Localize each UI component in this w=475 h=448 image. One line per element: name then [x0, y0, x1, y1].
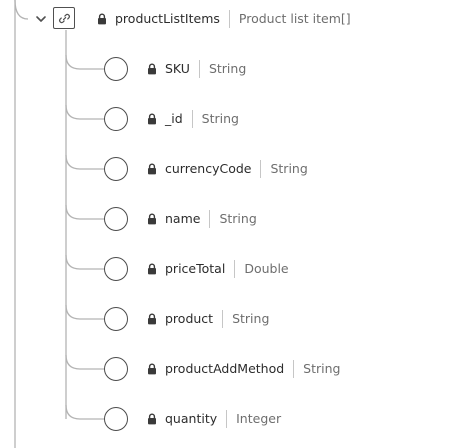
field-row[interactable]: priceTotal Double: [147, 257, 289, 281]
field-name: currencyCode: [165, 161, 252, 176]
field-select-radio[interactable]: [104, 357, 128, 381]
field-row[interactable]: quantity Integer: [147, 407, 281, 431]
tree-branch-line: [65, 304, 104, 320]
lock-icon: [148, 363, 156, 375]
field-separator: [198, 60, 200, 78]
field-separator: [191, 110, 193, 128]
field-name: name: [165, 211, 201, 226]
lock-icon: [148, 213, 156, 225]
lock-icon: [148, 63, 156, 75]
lock-icon: [148, 263, 156, 275]
field-type: String: [208, 61, 247, 76]
tree-branch-line: [65, 154, 104, 170]
field-name: priceTotal: [165, 261, 226, 276]
field-select-radio[interactable]: [104, 107, 128, 131]
field-separator: [228, 10, 230, 28]
field-row[interactable]: currencyCode String: [147, 157, 308, 181]
lock-icon: [148, 113, 156, 125]
tree-branch-line: [65, 404, 104, 420]
tree-branch-line: [65, 354, 104, 370]
field-select-radio[interactable]: [104, 57, 128, 81]
field-row[interactable]: productAddMethod String: [147, 357, 340, 381]
tree-branch-line: [65, 254, 104, 270]
lock-icon: [148, 163, 156, 175]
field-name: product: [165, 311, 214, 326]
field-row[interactable]: SKU String: [147, 57, 246, 81]
field-type: String: [201, 111, 239, 126]
field-select-radio[interactable]: [104, 407, 128, 431]
link-icon[interactable]: [53, 7, 75, 29]
parent-field-type: Product list item[]: [238, 11, 351, 26]
field-type: Integer: [236, 411, 282, 426]
field-separator: [222, 310, 224, 328]
field-separator: [226, 410, 228, 428]
field-type: String: [232, 311, 270, 326]
field-separator: [293, 360, 295, 378]
chevron-down-icon[interactable]: [34, 12, 48, 26]
field-name: quantity: [165, 411, 218, 426]
field-type: Double: [244, 261, 289, 276]
field-row[interactable]: _id String: [147, 107, 239, 131]
lock-icon: [98, 13, 106, 25]
field-row[interactable]: name String: [147, 207, 257, 231]
field-row[interactable]: product String: [147, 307, 269, 331]
parent-field-row[interactable]: productListItems Product list item[]: [97, 7, 351, 31]
tree-branch-line: [65, 104, 104, 120]
field-type: String: [219, 211, 257, 226]
field-select-radio[interactable]: [104, 207, 128, 231]
field-separator: [234, 260, 236, 278]
field-select-radio[interactable]: [104, 307, 128, 331]
field-name: productAddMethod: [165, 361, 285, 376]
field-separator: [260, 160, 262, 178]
field-type: String: [303, 361, 341, 376]
field-separator: [209, 210, 211, 228]
field-name: SKU: [165, 61, 190, 76]
field-select-radio[interactable]: [104, 257, 128, 281]
lock-icon: [148, 313, 156, 325]
parent-field-name: productListItems: [115, 11, 220, 26]
field-name: _id: [165, 111, 183, 126]
tree-branch-line: [65, 54, 104, 70]
field-select-radio[interactable]: [104, 157, 128, 181]
lock-icon: [148, 413, 156, 425]
field-type: String: [270, 161, 308, 176]
tree-branch-line: [65, 204, 104, 220]
